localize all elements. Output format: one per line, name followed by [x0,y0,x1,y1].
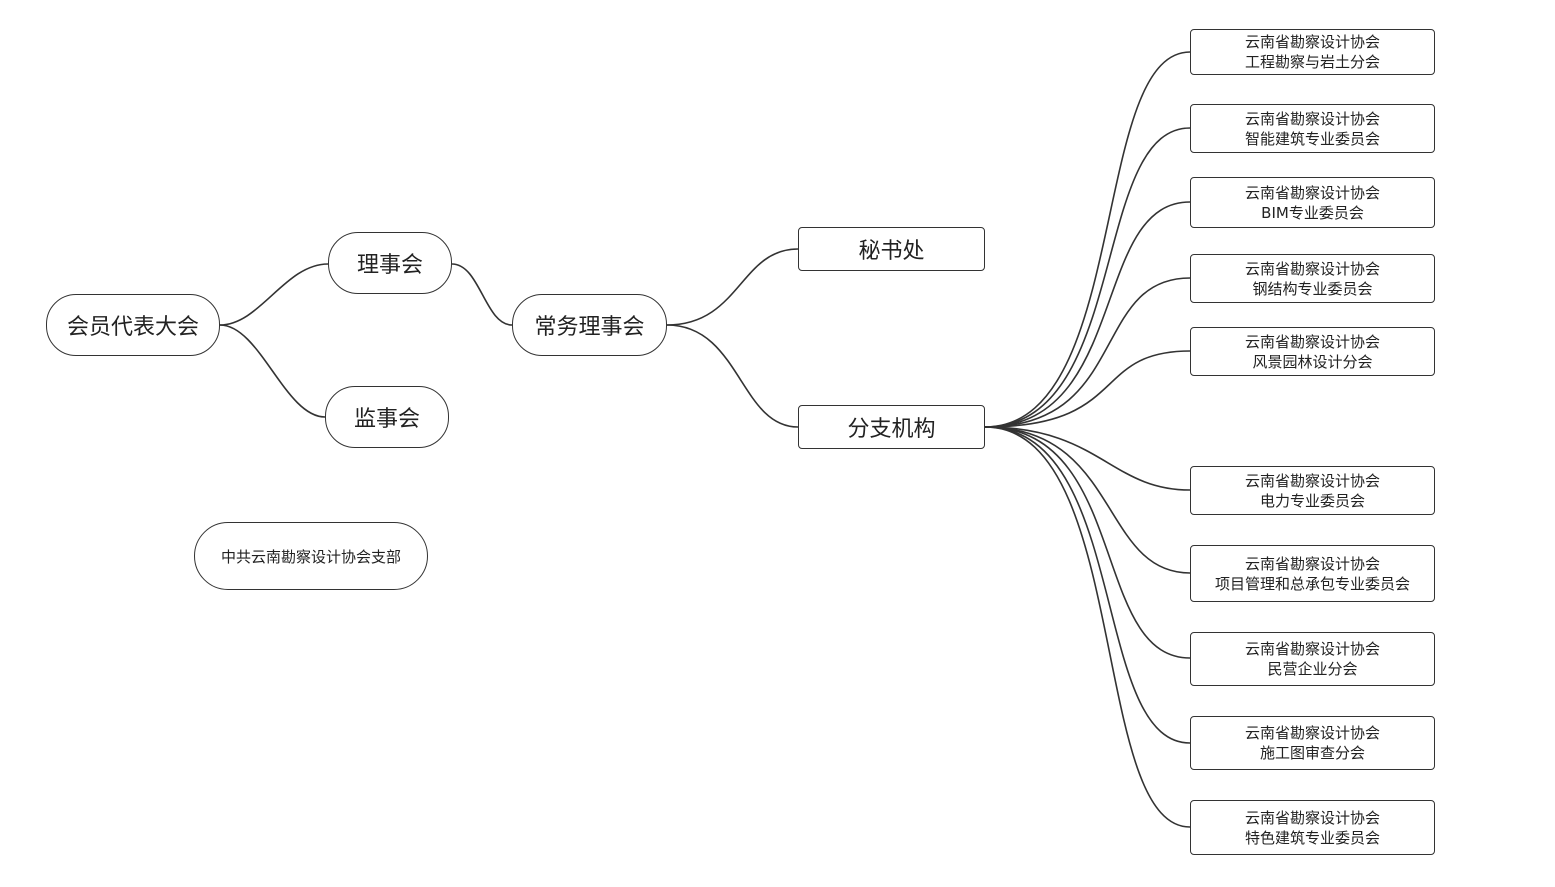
branch-item-7-line2: 项目管理和总承包专业委员会 [1214,574,1410,593]
supervisory-node-label: 监事会 [353,407,420,432]
branch-item-9[interactable]: 云南省勘察设计协会 施工图审查分会 [1190,716,1435,770]
branch-item-3[interactable]: 云南省勘察设计协会 BIM专业委员会 [1190,177,1435,228]
branch-item-9-line2: 施工图审查分会 [1259,744,1365,762]
branch-item-4[interactable]: 云南省勘察设计协会 钢结构专业委员会 [1190,254,1435,303]
branch-item-7[interactable]: 云南省勘察设计协会 项目管理和总承包专业委员会 [1190,545,1435,602]
branches-node-label: 分支机构 [847,417,936,442]
branch-item-10-line1: 云南省勘察设计协会 [1244,808,1380,827]
standing-council-node-label: 常务理事会 [534,315,645,340]
root-node[interactable]: 会员代表大会 [46,294,220,356]
branch-item-1-line1: 云南省勘察设计协会 [1244,33,1380,51]
connector-branch-6 [984,426,1191,491]
branch-item-10[interactable]: 云南省勘察设计协会 特色建筑专业委员会 [1190,800,1435,855]
connector-branch-8 [984,426,1191,659]
branch-item-2-line2: 智能建筑专业委员会 [1244,129,1380,148]
branch-item-8-line1: 云南省勘察设计协会 [1244,640,1380,658]
branch-item-6-line1: 云南省勘察设计协会 [1244,471,1380,490]
connector-branch-9 [984,426,1191,744]
branch-item-3-line2: BIM专业委员会 [1261,203,1364,222]
branch-item-8[interactable]: 云南省勘察设计协会 民营企业分会 [1190,632,1435,686]
root-node-label: 会员代表大会 [66,315,199,340]
branch-item-1-line2: 工程勘察与岩土分会 [1244,53,1380,71]
connector-branch-10 [984,426,1191,828]
secretariat-node[interactable]: 秘书处 [798,227,985,271]
branch-item-7-line1: 云南省勘察设计协会 [1244,554,1380,573]
connector-council-standing [451,263,513,326]
connector-branch-2 [984,127,1191,428]
branches-node[interactable]: 分支机构 [798,405,985,449]
supervisory-node[interactable]: 监事会 [325,386,449,448]
connector-branch-7 [984,426,1191,574]
branch-item-5[interactable]: 云南省勘察设计协会 风景园林设计分会 [1190,327,1435,376]
branch-item-10-line2: 特色建筑专业委员会 [1244,828,1380,847]
branch-item-6-line2: 电力专业委员会 [1259,491,1365,510]
connector-branch-3 [984,201,1191,428]
branch-item-2-line1: 云南省勘察设计协会 [1244,109,1380,128]
secretariat-node-label: 秘书处 [858,239,925,264]
branch-item-3-line1: 云南省勘察设计协会 [1244,183,1380,202]
connector-branch-5 [984,350,1191,428]
branch-item-1[interactable]: 云南省勘察设计协会 工程勘察与岩土分会 [1190,29,1435,75]
connector-standing-secretariat [666,248,799,326]
branch-item-9-line1: 云南省勘察设计协会 [1244,724,1380,742]
council-node-label: 理事会 [356,253,423,278]
branch-item-8-line2: 民营企业分会 [1267,660,1358,678]
connector-branch-1 [984,51,1191,428]
branch-item-2[interactable]: 云南省勘察设计协会 智能建筑专业委员会 [1190,104,1435,153]
party-branch-node-label: 中共云南勘察设计协会支部 [220,547,401,566]
branch-item-4-line1: 云南省勘察设计协会 [1244,259,1380,278]
council-node[interactable]: 理事会 [328,232,452,294]
connector-branch-4 [984,277,1191,428]
connector-standing-branches [666,324,799,428]
connector-root-council [219,263,329,326]
standing-council-node[interactable]: 常务理事会 [512,294,667,356]
branch-item-6[interactable]: 云南省勘察设计协会 电力专业委员会 [1190,466,1435,515]
branch-item-5-line1: 云南省勘察设计协会 [1244,332,1380,351]
branch-item-4-line2: 钢结构专业委员会 [1252,279,1373,298]
branch-item-5-line2: 风景园林设计分会 [1252,352,1373,371]
connector-root-supervisory [219,324,326,418]
party-branch-node[interactable]: 中共云南勘察设计协会支部 [194,522,428,590]
